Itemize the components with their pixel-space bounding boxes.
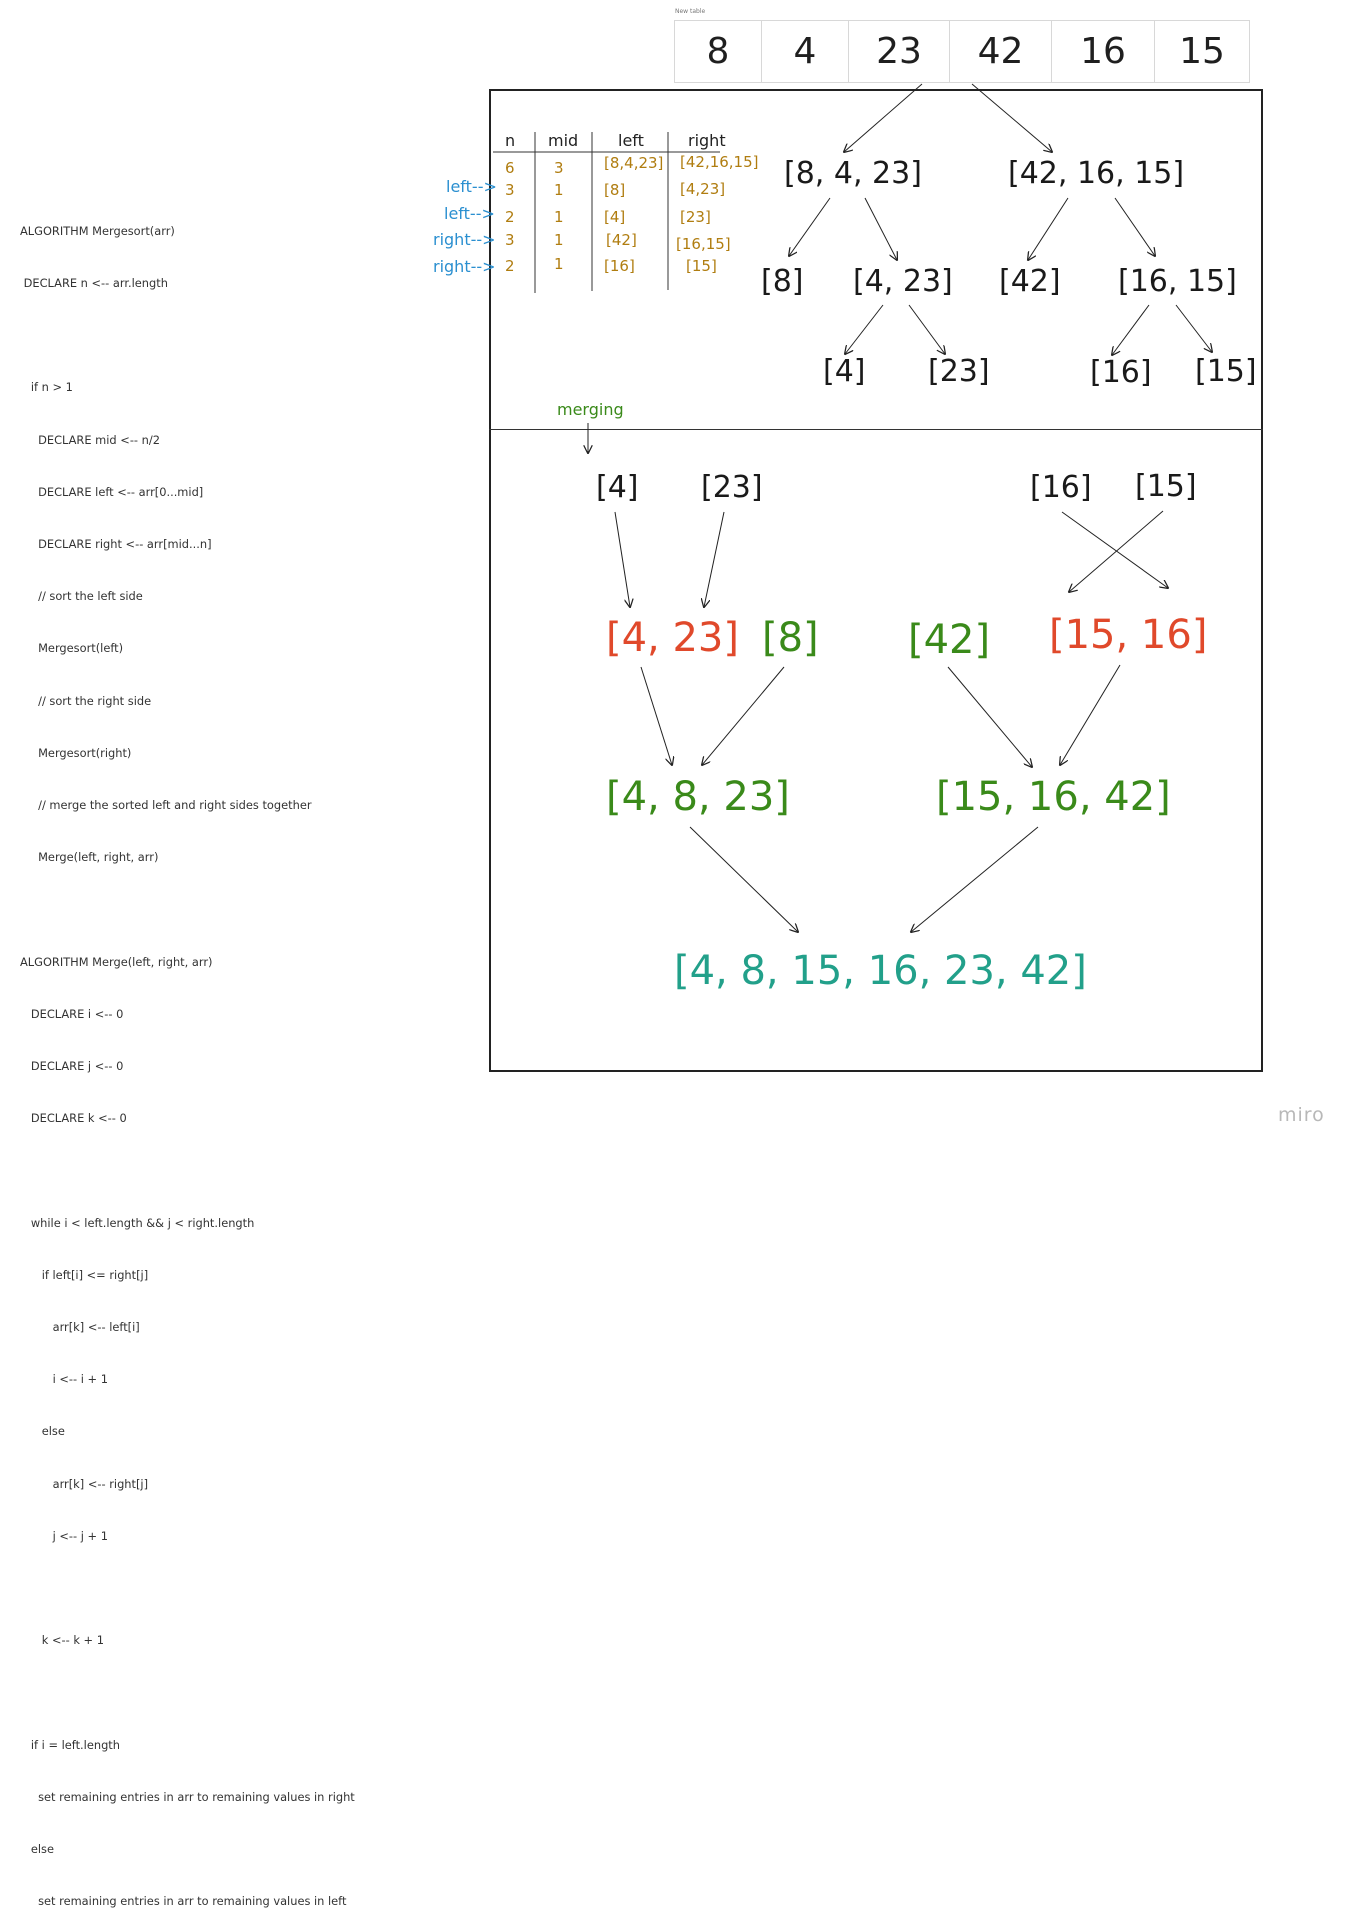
code-line: i <-- i + 1 (20, 1372, 108, 1387)
code-line (20, 1162, 355, 1179)
split-node[interactable]: [42, 16, 15] (1008, 156, 1185, 191)
array-cell[interactable]: 42 (950, 21, 1052, 82)
code-line: // sort the right side (20, 693, 152, 708)
code-line: // merge the sorted left and right sides… (20, 798, 312, 813)
sorted-node[interactable]: [42] (908, 617, 991, 663)
trace-cell-mid: 1 (554, 208, 564, 226)
split-node[interactable]: [8, 4, 23] (784, 156, 922, 191)
trace-cell-n: 2 (505, 257, 515, 275)
code-line: Merge(left, right, arr) (20, 850, 159, 865)
code-line (20, 1685, 355, 1702)
trace-cell-right: [15] (686, 257, 717, 275)
trace-cell-left: [42] (606, 231, 637, 249)
merge-single-node[interactable]: [16] (1030, 470, 1092, 505)
code-line: ALGORITHM Mergesort(arr) (20, 223, 175, 238)
code-line: arr[k] <-- left[i] (20, 1320, 140, 1335)
split-node[interactable]: [23] (928, 354, 990, 389)
trace-cell-right: [4,23] (680, 180, 726, 198)
code-line: else (20, 1424, 65, 1439)
new-table-title: New table (675, 8, 706, 15)
diagram-frame (489, 89, 1263, 1072)
trace-header-mid: mid (548, 131, 579, 150)
trace-cell-right: [23] (680, 208, 711, 226)
trace-cell-mid: 3 (554, 159, 564, 177)
trace-cell-right: [42,16,15] (680, 153, 759, 171)
trace-cell-left: [4] (604, 208, 626, 226)
code-line: if left[i] <= right[j] (20, 1267, 149, 1282)
code-line: DECLARE j <-- 0 (20, 1059, 124, 1074)
trace-cell-mid: 1 (554, 255, 564, 273)
code-line: DECLARE i <-- 0 (20, 1006, 124, 1021)
code-line: arr[k] <-- right[j] (20, 1476, 149, 1491)
code-line: set remaining entries in arr to remainin… (20, 1894, 347, 1909)
trace-header-n: n (505, 131, 516, 150)
row-direction-label: right--> (433, 230, 496, 249)
code-line: Mergesort(left) (20, 641, 124, 656)
code-line: set remaining entries in arr to remainin… (20, 1789, 355, 1804)
code-line: while i < left.length && j < right.lengt… (20, 1215, 255, 1230)
merge-single-node[interactable]: [4] (596, 470, 639, 505)
input-array-table[interactable]: 8 4 23 42 16 15 (674, 20, 1250, 83)
code-line: else (20, 1842, 54, 1857)
array-cell[interactable]: 23 (849, 21, 950, 82)
row-direction-label: left--> (444, 204, 495, 223)
trace-cell-n: 3 (505, 231, 515, 249)
code-line: DECLARE left <-- arr[0...mid] (20, 484, 204, 499)
sorted-node[interactable]: [8] (762, 615, 819, 661)
trace-cell-n: 3 (505, 181, 515, 199)
trace-cell-mid: 1 (554, 231, 564, 249)
row-direction-label: left--> (446, 177, 497, 196)
code-line: if n > 1 (20, 380, 73, 395)
code-line: if i = left.length (20, 1737, 120, 1752)
merge-single-node[interactable]: [23] (701, 470, 763, 505)
trace-cell-left: [8] (604, 181, 626, 199)
merge-single-node[interactable]: [15] (1135, 469, 1197, 504)
trace-cell-mid: 1 (554, 181, 564, 199)
code-line: Mergesort(right) (20, 745, 132, 760)
trace-cell-left: [16] (604, 257, 635, 275)
code-line: j <-- j + 1 (20, 1528, 108, 1543)
miro-logo: miro (1278, 1104, 1325, 1126)
trace-cell-n: 6 (505, 159, 515, 177)
array-cell[interactable]: 16 (1052, 21, 1155, 82)
merged-pair-node[interactable]: [15, 16] (1049, 612, 1208, 658)
split-node[interactable]: [42] (999, 264, 1061, 299)
array-cell[interactable]: 8 (675, 21, 762, 82)
array-cell[interactable]: 4 (762, 21, 849, 82)
sorted-triple-node[interactable]: [4, 8, 23] (606, 774, 790, 820)
split-node[interactable]: [4, 23] (853, 264, 953, 299)
merging-label: merging (557, 400, 624, 419)
trace-header-left: left (618, 131, 644, 150)
split-node[interactable]: [8] (761, 264, 804, 299)
row-direction-label: right--> (433, 257, 496, 276)
trace-cell-right: [16,15] (676, 235, 731, 253)
trace-cell-left: [8,4,23] (604, 154, 664, 172)
merged-pair-node[interactable]: [4, 23] (606, 615, 739, 661)
split-node[interactable]: [16, 15] (1118, 264, 1237, 299)
code-line: DECLARE k <-- 0 (20, 1111, 127, 1126)
code-line: // sort the left side (20, 589, 143, 604)
array-cell[interactable]: 15 (1179, 31, 1225, 72)
code-line (20, 1580, 355, 1597)
code-line: ALGORITHM Merge(left, right, arr) (20, 954, 213, 969)
code-line: DECLARE mid <-- n/2 (20, 432, 160, 447)
code-line: DECLARE right <-- arr[mid...n] (20, 537, 212, 552)
split-node[interactable]: [4] (823, 354, 866, 389)
code-line: DECLARE n <-- arr.length (20, 276, 168, 291)
section-divider (489, 429, 1263, 430)
trace-header-right: right (688, 131, 726, 150)
sorted-triple-node[interactable]: [15, 16, 42] (936, 774, 1171, 820)
connector-arrows (493, 83, 1354, 1153)
code-line: k <-- k + 1 (20, 1633, 104, 1648)
split-node[interactable]: [16] (1090, 355, 1152, 390)
trace-cell-n: 2 (505, 208, 515, 226)
final-sorted-array[interactable]: [4, 8, 15, 16, 23, 42] (674, 948, 1087, 994)
split-node[interactable]: [15] (1195, 354, 1257, 389)
